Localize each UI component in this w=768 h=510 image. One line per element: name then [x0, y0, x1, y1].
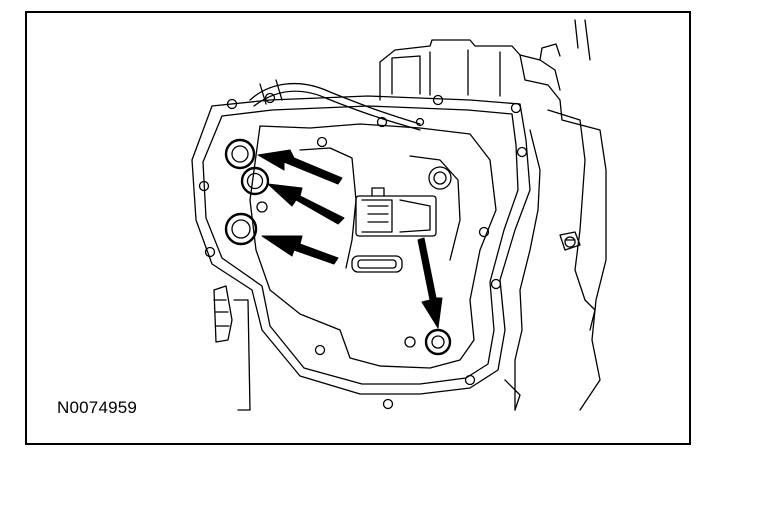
solenoid-body [351, 187, 437, 273]
accumulator-seals [224, 138, 270, 246]
arrow-right [417, 237, 443, 329]
bolt-holes [198, 92, 528, 410]
side-connector [213, 285, 251, 411]
pointer-arrows [257, 149, 443, 329]
gasket-flange [191, 95, 531, 395]
arrow-middle [267, 183, 345, 225]
wiring-harness [249, 79, 421, 131]
arrow-top [257, 149, 343, 185]
arrow-lower [261, 235, 339, 265]
bolts-and-lower-seal [404, 166, 576, 356]
separator-plate [249, 123, 497, 369]
figure-id-label: N0074959 [57, 398, 138, 417]
transmission-housing [379, 19, 607, 411]
